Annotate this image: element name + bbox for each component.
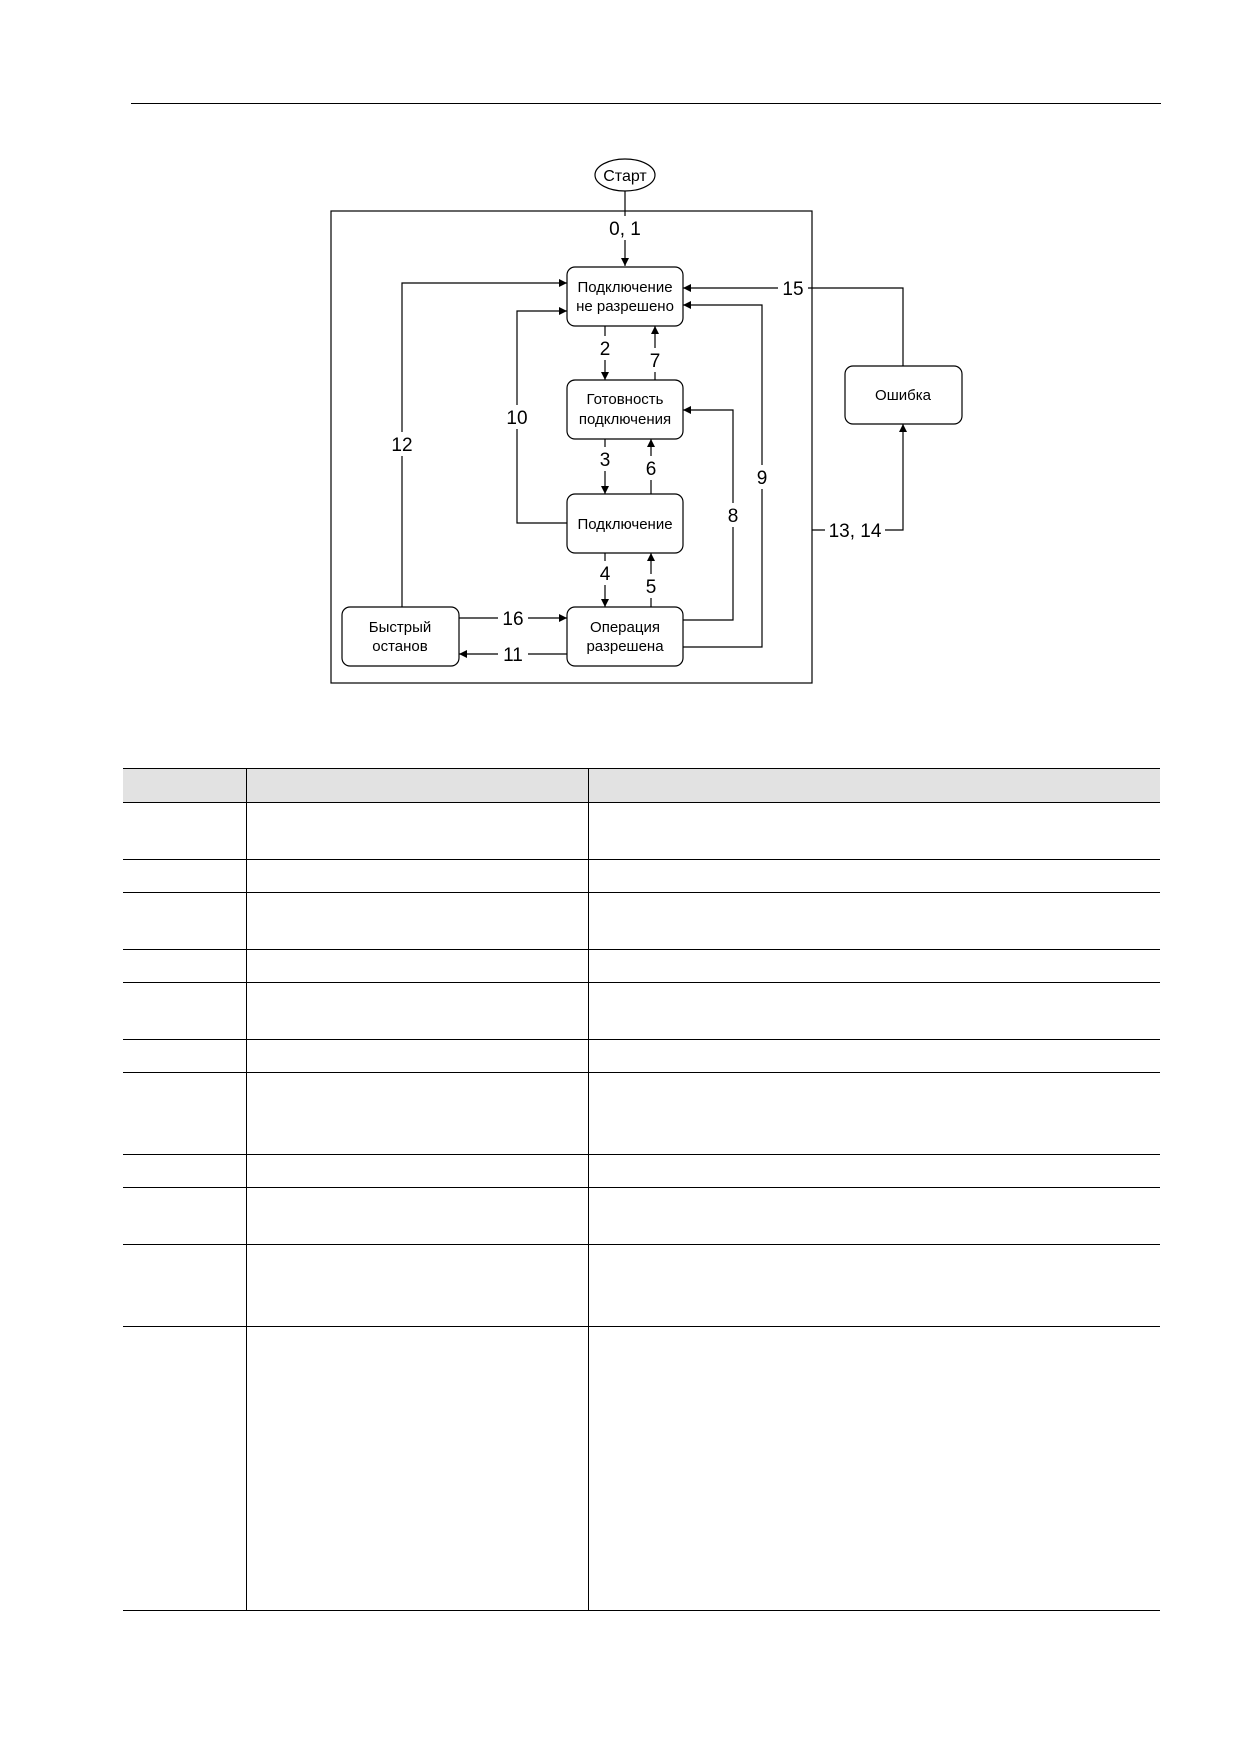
table-row <box>123 802 1160 860</box>
table-cell <box>245 892 588 950</box>
header-rule <box>131 103 1161 104</box>
device-control-frame <box>330 210 813 684</box>
table-cell <box>123 1326 246 1611</box>
table-cell <box>123 859 246 893</box>
table-row <box>123 892 1160 950</box>
state-switch-on-disabled: Подключение не разрешено <box>566 266 684 327</box>
state-switch-on-disabled-line1: Подключение <box>577 279 672 296</box>
table-row <box>123 1187 1160 1245</box>
table-cell <box>587 1039 1160 1073</box>
table-cell <box>123 1039 246 1073</box>
table-header-cell <box>123 768 246 803</box>
state-ready-line1: Готовность <box>587 391 664 408</box>
label-12: 12 <box>391 435 412 456</box>
table-row <box>123 982 1160 1040</box>
label-16: 16 <box>502 609 523 630</box>
state-operation-enabled: Операция разрешена <box>566 606 684 667</box>
table-cell <box>245 859 588 893</box>
state-operation-line2: разрешена <box>586 638 664 655</box>
table-cell <box>587 1187 1160 1245</box>
label-7: 7 <box>650 351 661 372</box>
table-header-cell <box>245 768 588 803</box>
state-fault-label: Ошибка <box>875 387 932 404</box>
state-quick-stop-line1: Быстрый <box>369 619 432 636</box>
label-13-14: 13, 14 <box>829 521 882 542</box>
table-cell <box>123 949 246 983</box>
edge-13-14 <box>812 424 907 531</box>
label-3: 3 <box>600 450 611 471</box>
edge-12 <box>401 279 567 607</box>
state-machine-diagram: 0, 1 2 7 3 6 4 5 10 12 8 9 16 11 13, 14 … <box>330 158 963 684</box>
table-row <box>123 1326 1160 1611</box>
table-cell <box>245 1154 588 1188</box>
label-0-1: 0, 1 <box>609 219 641 240</box>
table-cell <box>123 802 246 860</box>
state-quick-stop-line2: останов <box>372 638 428 655</box>
state-start: Старт <box>594 158 656 192</box>
edge-15 <box>683 284 904 366</box>
table-cell <box>245 1244 588 1327</box>
label-4: 4 <box>600 564 611 585</box>
state-switched-on: Подключение <box>566 493 684 554</box>
table-cell <box>587 1326 1160 1611</box>
table-cell <box>123 982 246 1040</box>
state-quick-stop: Быстрый останов <box>341 606 460 667</box>
state-switch-on-disabled-line2: не разрешено <box>576 298 674 315</box>
table-cell <box>587 1154 1160 1188</box>
table-cell <box>587 982 1160 1040</box>
table-row <box>123 949 1160 983</box>
state-ready-line2: подключения <box>579 411 671 428</box>
table-cell <box>123 1072 246 1155</box>
label-15: 15 <box>782 279 803 300</box>
table-cell <box>245 1039 588 1073</box>
table-cell <box>245 802 588 860</box>
table-row <box>123 1039 1160 1073</box>
table-row <box>123 859 1160 893</box>
label-5: 5 <box>646 577 657 598</box>
table-row <box>123 1154 1160 1188</box>
label-2: 2 <box>600 339 611 360</box>
label-10: 10 <box>506 408 527 429</box>
label-6: 6 <box>646 459 657 480</box>
table-cell <box>245 982 588 1040</box>
table-row <box>123 1072 1160 1155</box>
table-cell <box>123 892 246 950</box>
table-cell <box>587 1244 1160 1327</box>
table-row <box>123 1244 1160 1327</box>
table-cell <box>245 1326 588 1611</box>
table-cell <box>245 1187 588 1245</box>
label-11: 11 <box>503 645 523 666</box>
state-fault: Ошибка <box>844 365 963 425</box>
table-cell <box>587 802 1160 860</box>
edge-9 <box>683 301 763 648</box>
state-switched-on-label: Подключение <box>577 516 672 533</box>
label-8: 8 <box>728 506 739 527</box>
table-cell <box>245 949 588 983</box>
table-cell <box>123 1244 246 1327</box>
transitions-table <box>123 768 1160 1611</box>
state-operation-line1: Операция <box>590 619 660 636</box>
table-cell <box>123 1154 246 1188</box>
state-start-label: Старт <box>603 168 647 185</box>
table-cell <box>587 1072 1160 1155</box>
table-cell <box>587 859 1160 893</box>
table-header-row <box>123 768 1160 803</box>
table-cell <box>587 892 1160 950</box>
table-header-cell <box>587 768 1160 803</box>
label-9: 9 <box>757 468 768 489</box>
table-cell <box>587 949 1160 983</box>
state-ready-to-switch-on: Готовность подключения <box>566 379 684 440</box>
table-cell <box>123 1187 246 1245</box>
table-cell <box>245 1072 588 1155</box>
